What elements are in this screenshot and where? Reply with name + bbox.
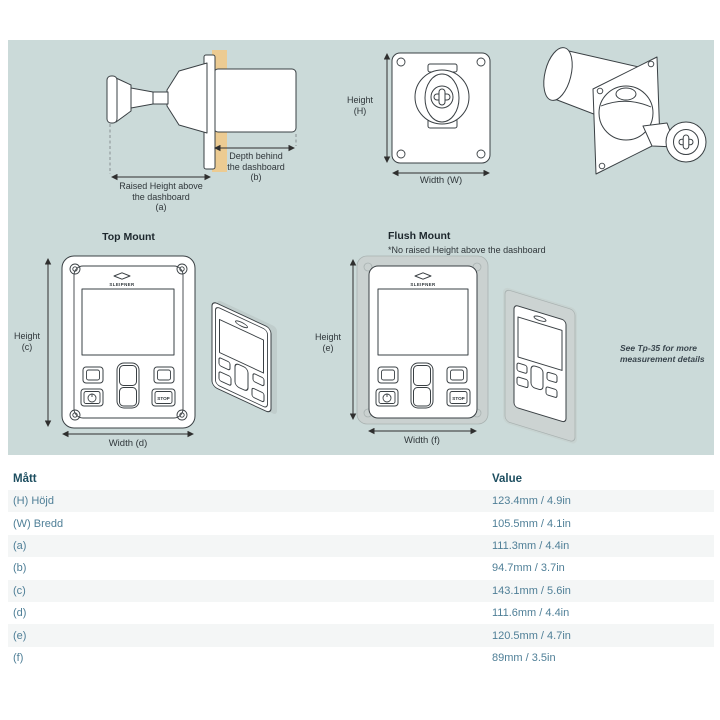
perspective-view-diagram (543, 47, 707, 175)
button-right (446, 366, 468, 384)
table-row: (e) 120.5mm / 4.7in (8, 624, 714, 647)
top-mount-title: Top Mount (102, 231, 155, 243)
spec-table: Mått Value (H) Höjd 123.4mm / 4.9in (W) … (0, 468, 720, 669)
top-mount-perspective (211, 300, 277, 414)
table-header-row: Mått Value (0, 468, 720, 490)
dimension-diagrams: SLEIPNER STOP (44, 47, 707, 444)
sleipner-logo (414, 272, 432, 280)
joystick-dome (598, 85, 654, 141)
table-row: (W) Bredd 105.5mm / 4.1in (13, 517, 571, 530)
label-raised-height: Raised Height above the dashboard (a) (119, 181, 203, 213)
front-view-diagram (383, 52, 491, 177)
table-row: (b) 94.7mm / 3.7in (13, 562, 565, 575)
stop-button (151, 388, 176, 407)
flush-mount-title: Flush Mount (388, 230, 451, 242)
table-row: (H) Höjd 123.4mm / 4.9in (8, 490, 714, 513)
table-header-matt: Mått (13, 473, 37, 485)
stop-button-label: STOP (157, 396, 169, 401)
label-height-H: Height (H) (346, 95, 373, 116)
joystick-base (166, 62, 208, 134)
unit-body-cylinder (213, 68, 297, 133)
button-right (153, 366, 175, 384)
top-mount-diagram: SLEIPNER STOP (44, 255, 196, 438)
sleipner-logo (113, 272, 131, 280)
display-screen (81, 288, 175, 356)
table-row: (c) 143.1mm / 5.6in (8, 579, 714, 602)
stop-button-label: STOP (452, 396, 464, 401)
flush-mount-perspective (503, 287, 577, 444)
label-height-c: Height (c) (13, 331, 40, 352)
stop-button (446, 388, 471, 407)
table-row: (d) 111.6mm / 4.4in (13, 607, 570, 620)
button-left (377, 366, 399, 384)
table-row: (f) 89mm / 3.5in (13, 651, 556, 664)
flush-mount-note: *No raised Height above the dashboard (388, 245, 546, 255)
table-header-value: Value (492, 473, 523, 485)
power-button (375, 388, 399, 407)
power-button (80, 388, 104, 407)
label-depth-behind-dashboard: Depth behind the dashboard (b) (227, 151, 285, 183)
flush-mount-diagram: SLEIPNER STOP (349, 255, 489, 435)
side-view-diagram (106, 50, 297, 181)
joystick-knob (115, 77, 132, 123)
corner-screws (396, 57, 486, 159)
see-tp35-note: See Tp-35 for more measurement details (620, 343, 705, 365)
label-width-W: Width (W) (419, 175, 463, 186)
table-row: (a) 111.3mm / 4.4in (8, 534, 714, 558)
label-width-f: Width (f) (404, 435, 440, 446)
label-height-e: Height (e) (314, 332, 341, 353)
brand-text: SLEIPNER (109, 282, 135, 287)
brand-text: SLEIPNER (410, 282, 436, 287)
label-width-d: Width (d) (108, 438, 148, 449)
display-screen (377, 288, 469, 356)
button-left (82, 366, 104, 384)
